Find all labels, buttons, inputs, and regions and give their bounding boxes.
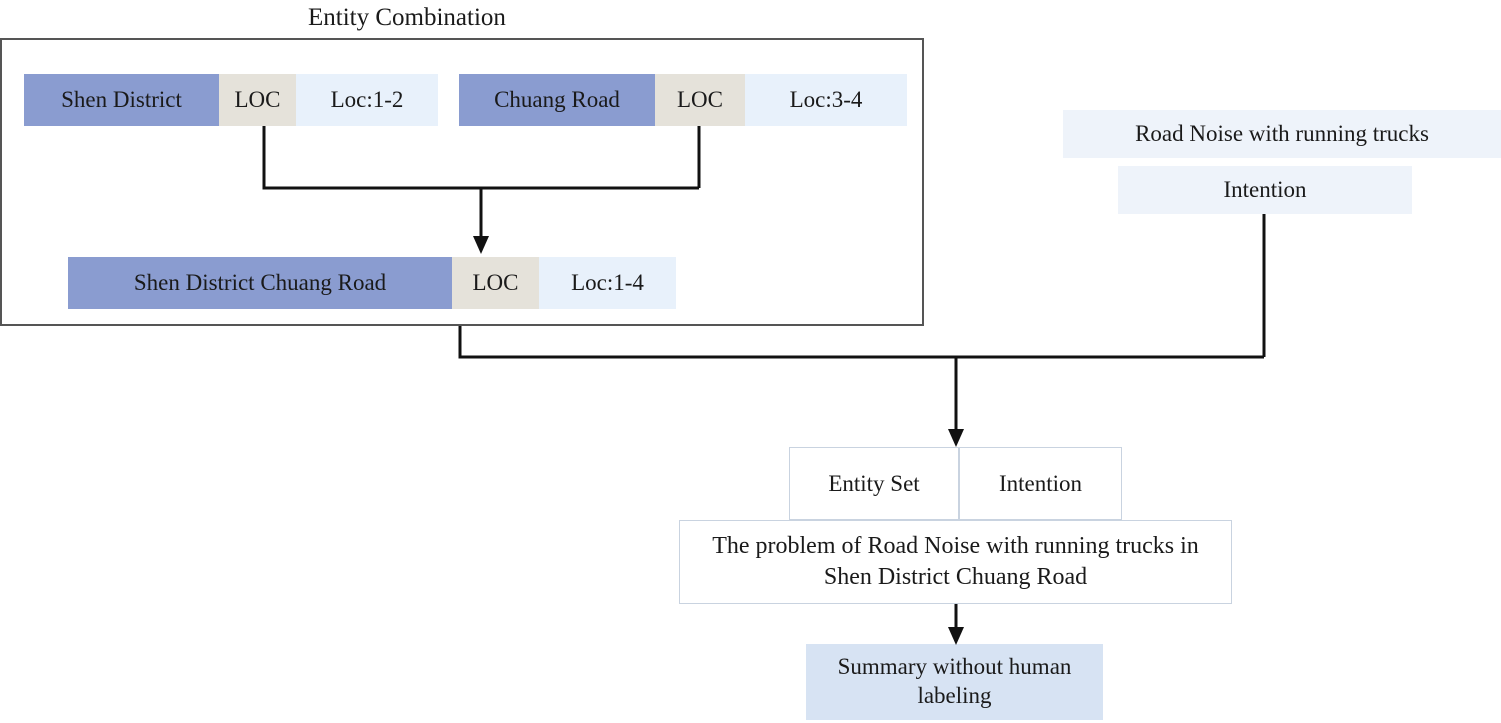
entity-chip-chuang-road[interactable]: Chuang Road LOC Loc:3-4 bbox=[459, 74, 907, 126]
entity-set-cell: Entity Set bbox=[789, 447, 959, 520]
summary-box: Summary without human labeling bbox=[806, 644, 1103, 720]
arrow-head-summary bbox=[948, 627, 964, 645]
entity-span: Loc:3-4 bbox=[745, 74, 907, 126]
generated-sentence: The problem of Road Noise with running t… bbox=[679, 520, 1232, 604]
intention-label: Intention bbox=[1118, 166, 1412, 214]
entity-tag: LOC bbox=[452, 257, 539, 309]
page-title: Entity Combination bbox=[308, 4, 506, 31]
entity-name: Shen District bbox=[24, 74, 219, 126]
entity-tag: LOC bbox=[219, 74, 296, 126]
entity-name: Shen District Chuang Road bbox=[68, 257, 452, 309]
arrow-head-merge bbox=[473, 236, 489, 254]
entity-chip-shen-district[interactable]: Shen District LOC Loc:1-2 bbox=[24, 74, 438, 126]
intention-text: Road Noise with running trucks bbox=[1063, 110, 1501, 158]
intention-cell: Intention bbox=[959, 447, 1122, 520]
arrow-head-result bbox=[948, 429, 964, 447]
entity-chip-merged[interactable]: Shen District Chuang Road LOC Loc:1-4 bbox=[68, 257, 676, 309]
entity-name: Chuang Road bbox=[459, 74, 655, 126]
entity-tag: LOC bbox=[655, 74, 745, 126]
entity-span: Loc:1-4 bbox=[539, 257, 676, 309]
entity-span: Loc:1-2 bbox=[296, 74, 438, 126]
